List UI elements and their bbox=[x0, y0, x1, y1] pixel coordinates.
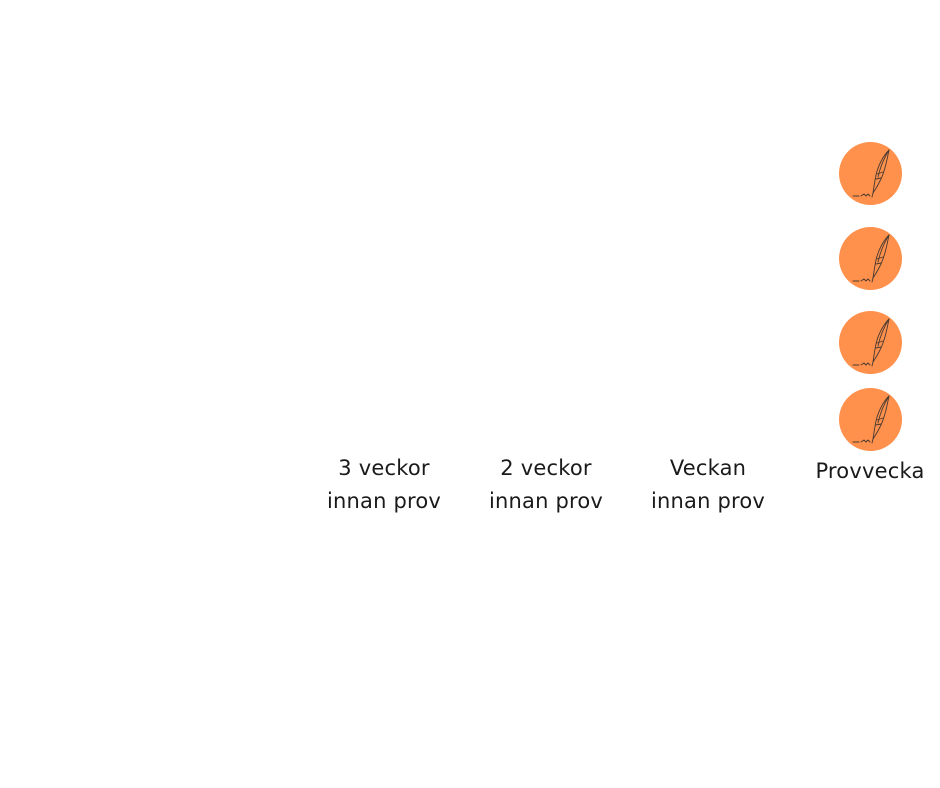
label-line: innan prov bbox=[488, 489, 604, 513]
label-line: innan prov bbox=[650, 489, 766, 513]
quill-pen-icon bbox=[839, 142, 902, 205]
quill-pen-icon bbox=[839, 227, 902, 290]
label-line: innan prov bbox=[326, 489, 442, 513]
label-three-weeks-before: 3 veckor innan prov bbox=[309, 452, 459, 518]
label-line: Provvecka bbox=[815, 459, 925, 483]
label-line: 2 veckor bbox=[500, 456, 592, 480]
label-line: Veckan bbox=[669, 456, 747, 480]
quill-pen-icon bbox=[839, 311, 902, 374]
label-two-weeks-before: 2 veckor innan prov bbox=[471, 452, 621, 518]
label-line: 3 veckor bbox=[338, 456, 430, 480]
label-week-before: Veckan innan prov bbox=[633, 452, 783, 518]
quill-pen-icon bbox=[839, 388, 902, 451]
label-test-week: Provvecka bbox=[795, 455, 940, 488]
